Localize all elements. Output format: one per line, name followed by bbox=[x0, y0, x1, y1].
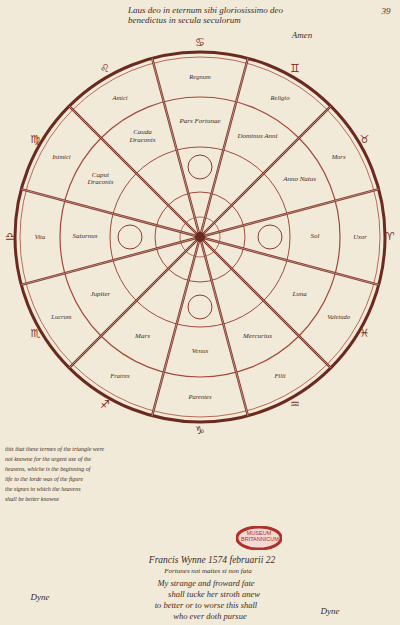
signature: Dyne bbox=[310, 607, 350, 617]
page-number: 39 bbox=[375, 7, 397, 17]
house-name: Vita bbox=[20, 233, 60, 240]
library-stamp: MUSEUM BRITANNICUM bbox=[236, 526, 282, 550]
wheel-rings bbox=[15, 52, 385, 422]
margin-note: not knowne for the urgent use of the bbox=[5, 456, 127, 463]
planet-name: Mercurius bbox=[236, 333, 280, 341]
margin-note: heavens, whiche is the beginning of bbox=[5, 466, 127, 473]
planet-name: Anno Natus bbox=[278, 176, 322, 184]
planet-name: Saturnus bbox=[63, 233, 107, 241]
zodiac-sign: ♎ bbox=[2, 231, 18, 243]
zodiac-sign: ♈ bbox=[382, 231, 398, 243]
margin-note: shall be better knowne bbox=[5, 496, 127, 503]
spoke-inner-lines bbox=[21, 58, 378, 415]
margin-note: this that these termes of the triangle w… bbox=[5, 446, 127, 453]
planet-name: Pars Fortunae bbox=[178, 118, 222, 126]
house-name: Religio bbox=[260, 95, 300, 102]
house-spokes bbox=[21, 58, 378, 415]
stamp-text: MUSEUM BRITANNICUM bbox=[236, 526, 282, 546]
nativity-name: Francis Wynne 1574 februarii 22 bbox=[112, 555, 312, 565]
house-name: Valetudo bbox=[319, 313, 359, 320]
verse-line: shall tucke her stroth anew bbox=[129, 590, 299, 599]
zodiac-sign: ♉ bbox=[357, 134, 373, 146]
margin-note: life to the lorde was of the figure bbox=[5, 476, 127, 483]
planet-name: Caput Draconis bbox=[78, 172, 122, 187]
margin-note: the signes in which the heavens bbox=[5, 486, 127, 493]
heading-amen: Amen bbox=[282, 31, 322, 41]
zodiac-sign: ♑ bbox=[192, 425, 208, 437]
house-name: Uxor bbox=[340, 233, 380, 240]
planet-name: Dominus Anni bbox=[236, 134, 280, 142]
verse-line: to better or to worse this shall bbox=[121, 601, 291, 610]
zodiac-sign: ♒ bbox=[287, 399, 303, 411]
house-name: Fratres bbox=[100, 372, 140, 379]
verse-line: My strange and froward fate bbox=[121, 579, 291, 588]
small-circles bbox=[118, 155, 282, 319]
zodiac-sign: ♊ bbox=[287, 63, 303, 75]
planet-name: Cauda Draconis bbox=[121, 130, 165, 145]
planet-name: Luna bbox=[278, 291, 322, 299]
house-name: Mors bbox=[319, 153, 359, 160]
house-name: Amici bbox=[100, 95, 140, 102]
planet-name: Jupiter bbox=[78, 291, 122, 299]
zodiac-sign: ♐ bbox=[97, 399, 113, 411]
planet-name: Sol bbox=[293, 233, 337, 241]
heading-invocation: Laus deo in eternum sibi gloriosissimo d… bbox=[128, 5, 288, 26]
planet-name: Mars bbox=[121, 333, 165, 341]
signature: Dyne bbox=[20, 593, 60, 603]
zodiac-sign: ♏ bbox=[27, 328, 43, 340]
planet-name: Venus bbox=[178, 348, 222, 356]
house-name: Lucrum bbox=[41, 313, 81, 320]
zodiac-sign: ♌ bbox=[97, 63, 113, 75]
house-name: Inimici bbox=[41, 153, 81, 160]
motto: Fortunes not mattes si non fata bbox=[118, 568, 298, 576]
house-name: Parentes bbox=[180, 393, 220, 400]
verse-line: who ever doth pursue bbox=[125, 612, 295, 621]
zodiac-sign: ♓ bbox=[357, 328, 373, 340]
house-name: Filii bbox=[260, 372, 300, 379]
zodiac-sign: ♍ bbox=[27, 134, 43, 146]
house-name: Regnum bbox=[180, 73, 220, 80]
zodiac-sign: ♋ bbox=[192, 37, 208, 49]
center-dot bbox=[195, 232, 205, 242]
